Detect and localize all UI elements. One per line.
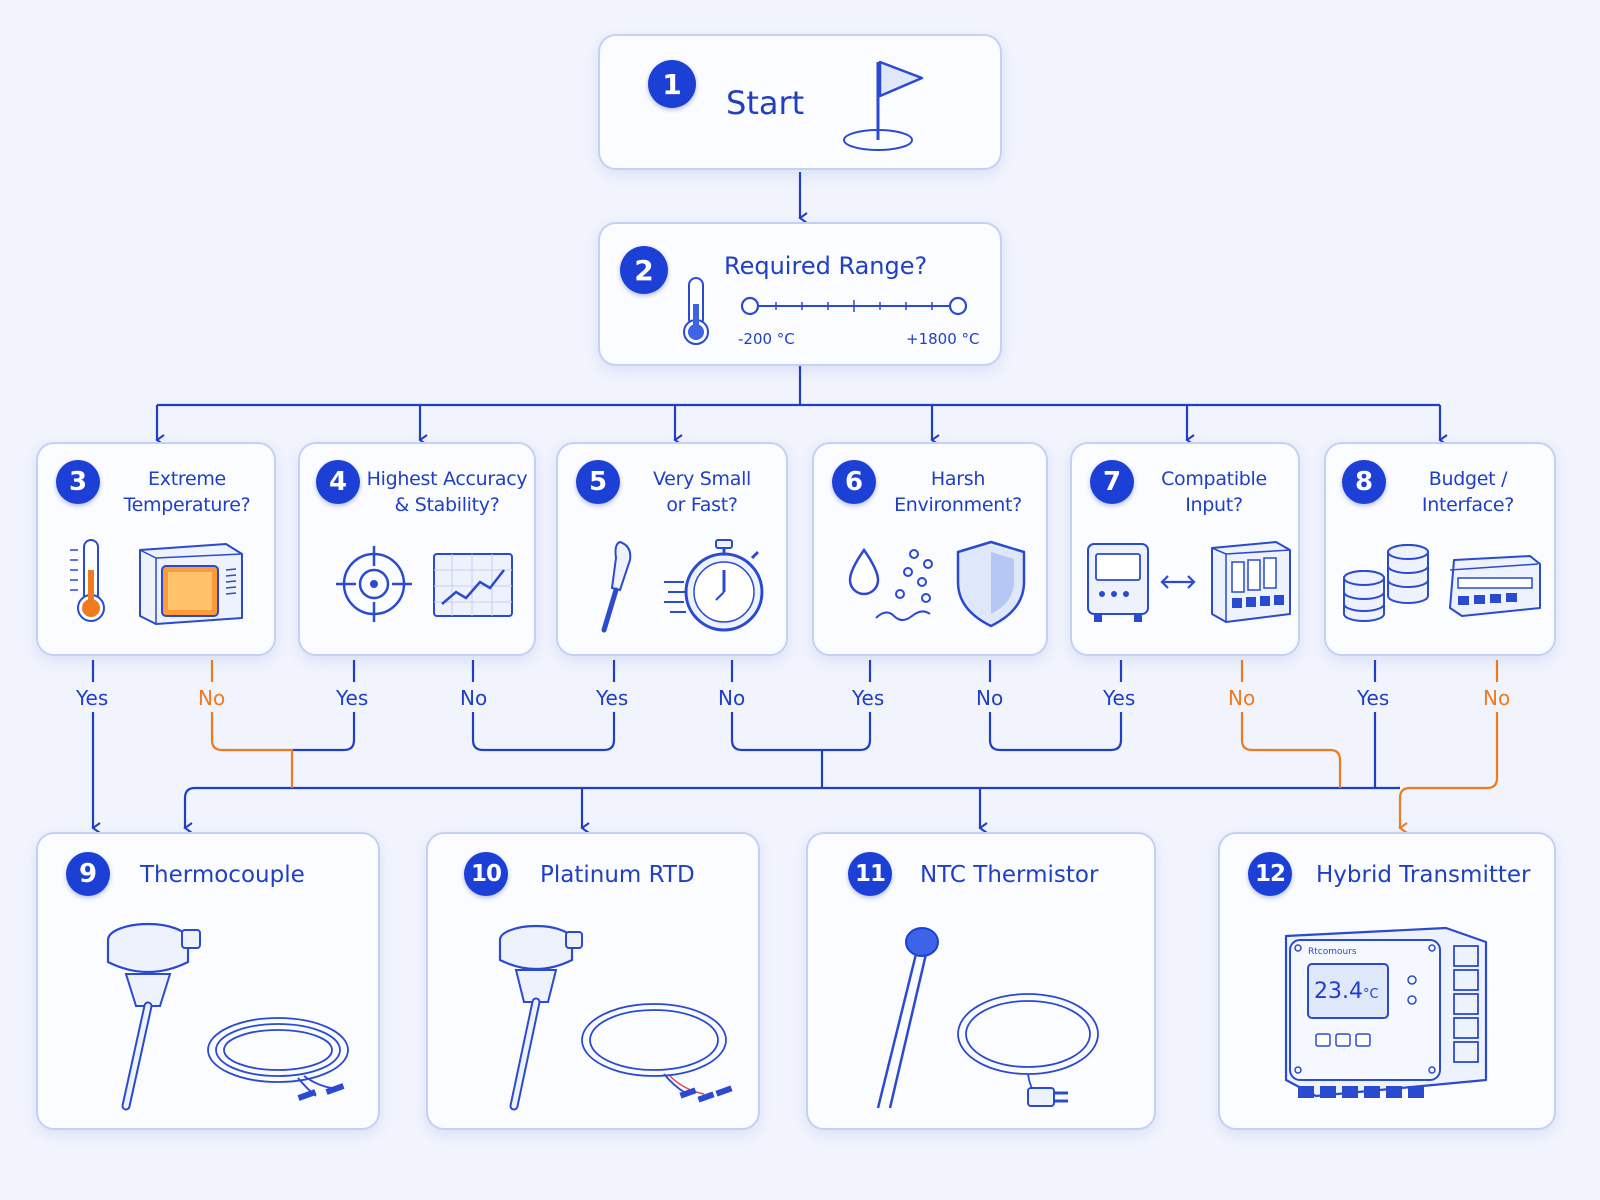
thermometer-icon [683, 277, 709, 345]
controller-icon [1211, 541, 1291, 623]
no-label-q6: No [976, 686, 1004, 710]
target-icon [336, 546, 412, 622]
range-question: Required Range? [724, 252, 928, 280]
outcome-label: NTC Thermistor [920, 862, 1099, 888]
stopwatch-icon [664, 539, 764, 632]
step-number-badge: 9 [66, 852, 110, 896]
step-number-badge: 3 [56, 460, 100, 504]
step-number-badge: 6 [832, 460, 876, 504]
yes-label-q8: Yes [1357, 686, 1390, 710]
step-number-badge: 7 [1090, 460, 1134, 504]
transmitter-device-icon [1284, 926, 1488, 1098]
question-text: Budget /Interface? [1421, 468, 1515, 516]
yes-label-q4: Yes [336, 686, 369, 710]
range-max-label: +1800 °C [906, 330, 980, 348]
yes-label-q5: Yes [596, 686, 629, 710]
step-number-badge: 1 [648, 60, 696, 108]
step-number-badge: 2 [620, 246, 668, 294]
yes-label-q3: Yes [76, 686, 109, 710]
no-label-q7: No [1228, 686, 1256, 710]
question-node-accuracy-stability: 4 Highest Accuracy& Stability? [298, 442, 536, 656]
question-text: Highest Accuracy& Stability? [366, 468, 528, 516]
outcome-node-hybrid-transmitter: 12 Hybrid Transmitter Rtcomours 23.4°C [1218, 832, 1556, 1130]
outcome-label: Hybrid Transmitter [1316, 862, 1531, 888]
step-number-badge: 8 [1342, 460, 1386, 504]
furnace-icon [139, 543, 243, 625]
outcome-node-thermocouple: 9 Thermocouple [36, 832, 380, 1130]
step-number-badge: 10 [464, 852, 508, 896]
step-number-badge: 12 [1248, 852, 1292, 896]
yes-label-q7: Yes [1103, 686, 1136, 710]
outcome-node-platinum-rtd: 10 Platinum RTD [426, 832, 760, 1130]
step-number-badge: 5 [576, 460, 620, 504]
chart-icon [433, 553, 513, 617]
droplet-icon [848, 547, 880, 596]
range-node: 2 Required Range? -200 °C +1800 °C [598, 222, 1002, 366]
transmitter-brand-label: Rtcomours [1308, 947, 1357, 957]
outcome-label: Platinum RTD [540, 862, 695, 888]
thermocouple-icon [106, 922, 349, 1111]
start-node: 1 Start [598, 34, 1002, 170]
meter-icon [1087, 543, 1149, 622]
outcome-node-ntc-thermistor: 11 NTC Thermistor [806, 832, 1156, 1130]
particles-icon [875, 549, 933, 621]
coins-icon [1343, 544, 1429, 622]
transmitter-display-value: 23.4°C [1314, 979, 1379, 1004]
no-label-q4: No [460, 686, 488, 710]
range-min-label: -200 °C [738, 330, 795, 348]
probe-icon [601, 540, 632, 633]
rtd-probe-icon [498, 924, 733, 1111]
step-number-badge: 4 [316, 460, 360, 504]
no-label-q3: No [198, 686, 226, 710]
yes-label-q6: Yes [852, 686, 885, 710]
start-label: Start [726, 84, 805, 122]
bidirectional-arrow-icon [1160, 575, 1196, 589]
no-label-q5: No [718, 686, 746, 710]
range-scale [740, 296, 968, 316]
shield-icon [956, 540, 1026, 628]
step-number-badge: 11 [848, 852, 892, 896]
question-node-budget-interface: 8 Budget /Interface? [1324, 442, 1556, 656]
outcome-label: Thermocouple [140, 862, 305, 888]
network-switch-icon [1449, 555, 1541, 617]
flag-icon [843, 60, 924, 151]
no-label-q8: No [1483, 686, 1511, 710]
thermistor-icon [876, 927, 1099, 1109]
thermometer-icon [70, 539, 105, 622]
